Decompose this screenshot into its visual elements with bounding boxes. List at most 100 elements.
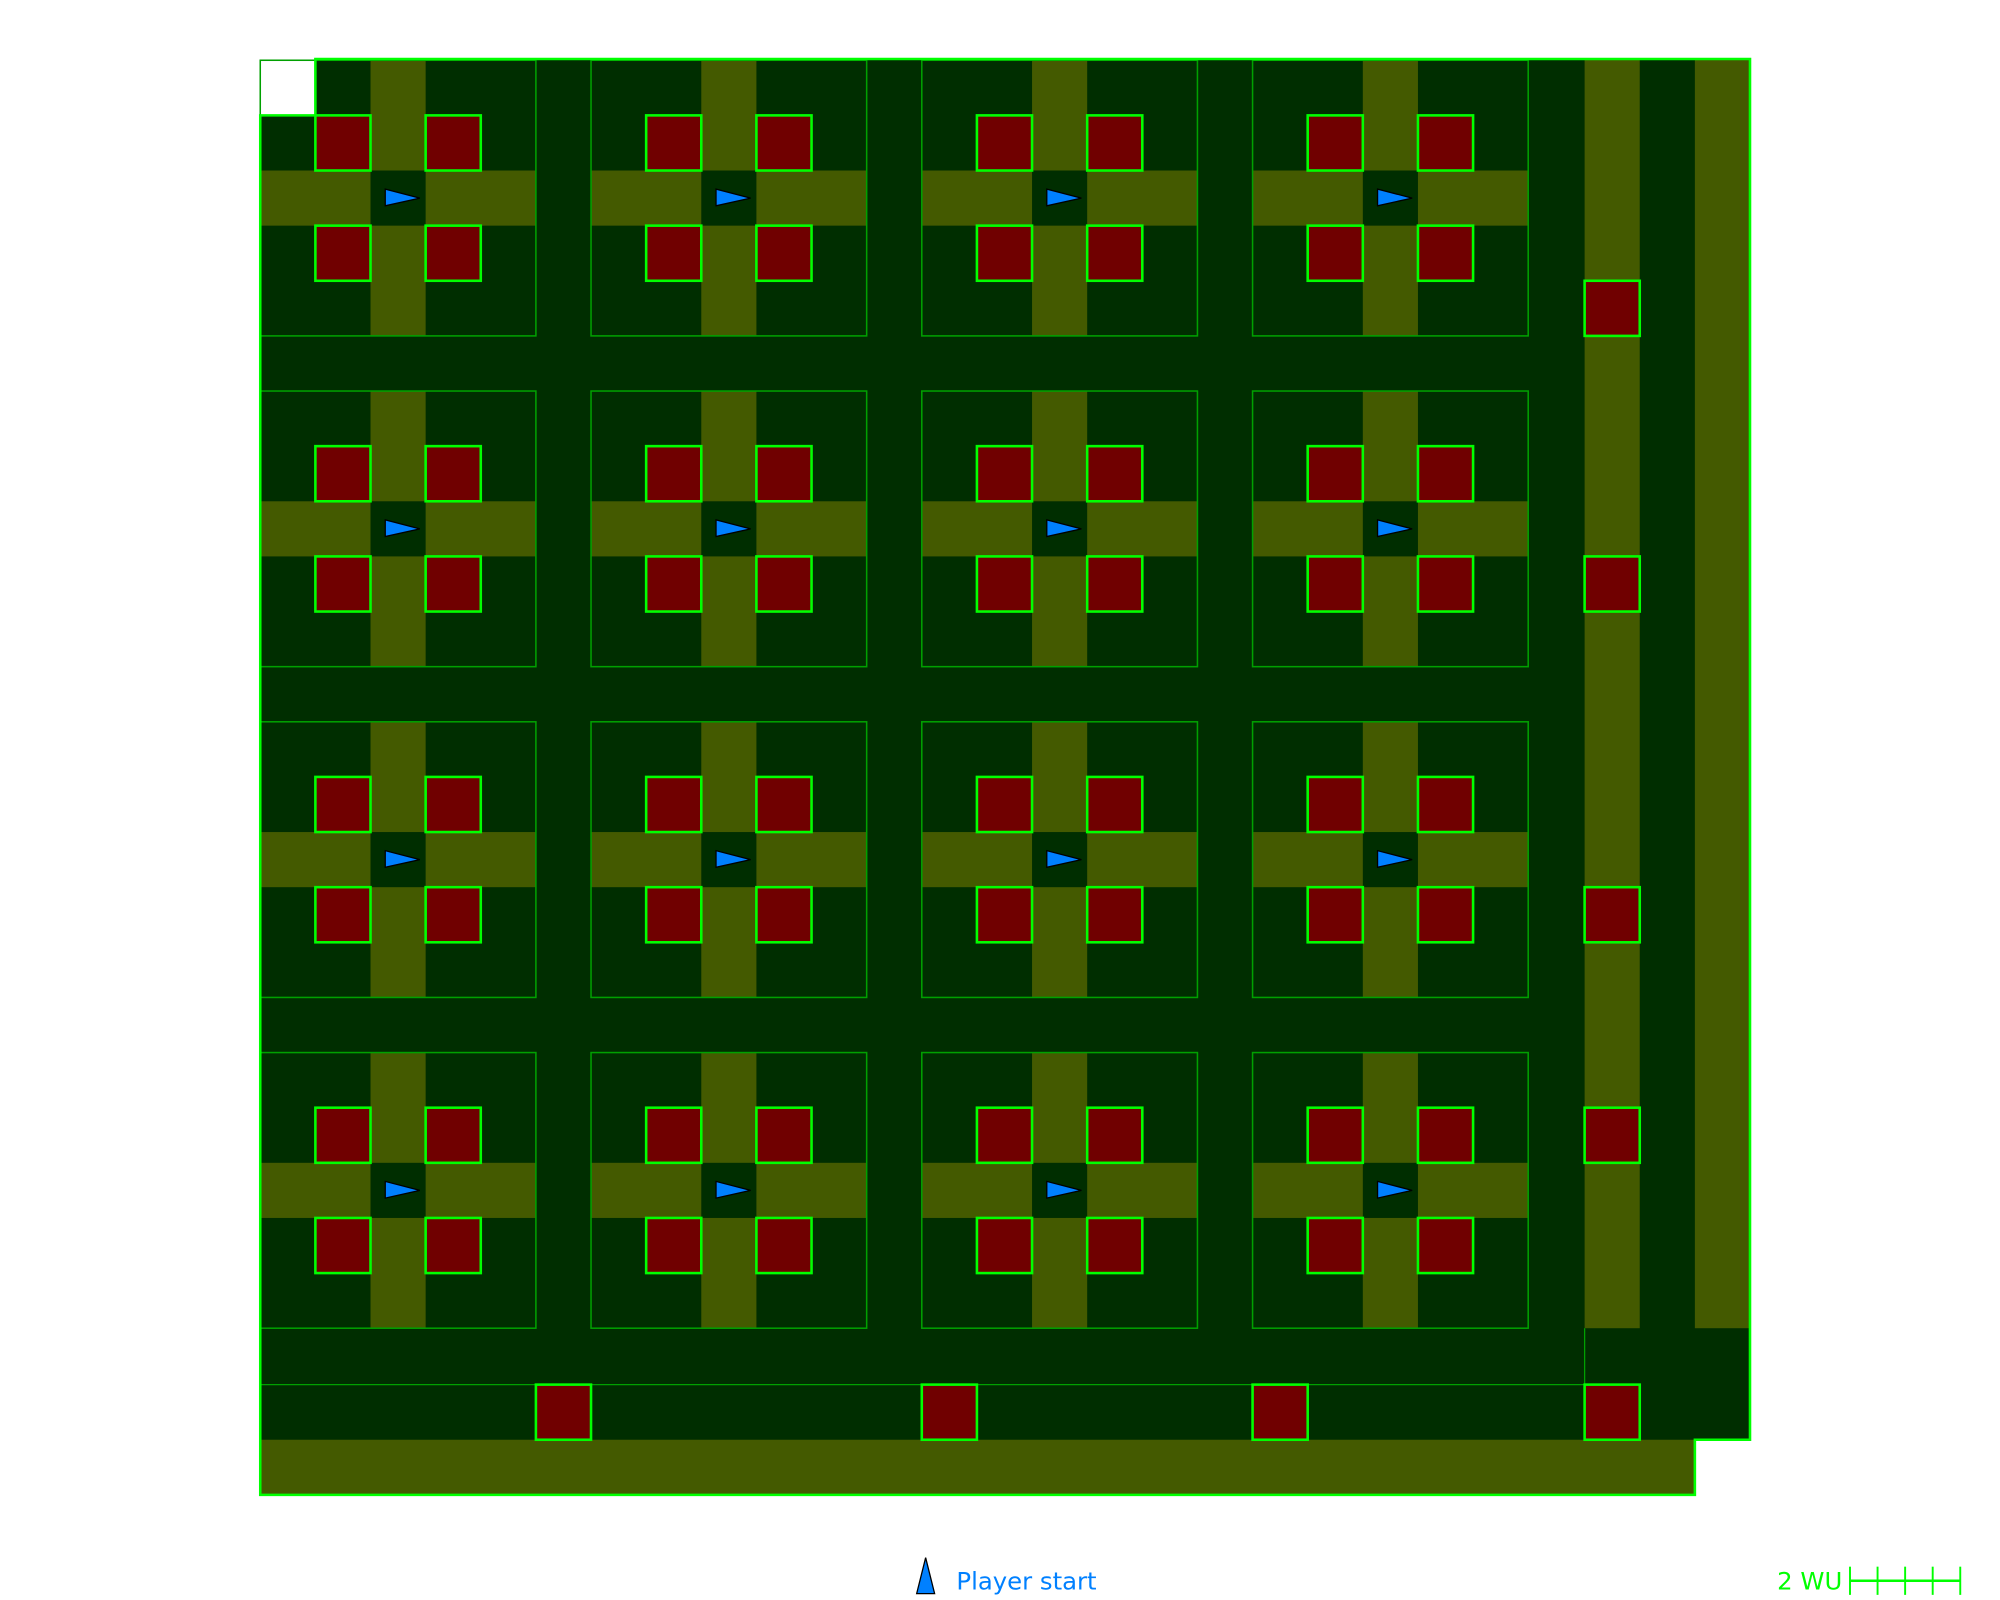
room-outline xyxy=(1251,390,1529,668)
wall-block xyxy=(424,775,483,834)
wall-block xyxy=(424,1216,483,1275)
wall-block xyxy=(975,555,1034,613)
player-start-icon xyxy=(1376,188,1413,207)
room-outline xyxy=(590,721,868,999)
wall-block xyxy=(1416,1216,1475,1275)
wall-block xyxy=(644,224,703,283)
wall-block xyxy=(644,1216,703,1275)
wall-block xyxy=(1306,1106,1365,1165)
wall-block xyxy=(1306,775,1365,834)
wall-block xyxy=(314,885,372,944)
wall-block xyxy=(1583,1383,1642,1442)
wall-block xyxy=(1416,775,1475,834)
wall-block xyxy=(1416,1106,1475,1165)
wall-block xyxy=(1583,555,1642,613)
player-start-icon xyxy=(384,1180,421,1199)
scale-bar: 2 WU xyxy=(1777,1566,1962,1596)
wall-block xyxy=(1583,1106,1642,1165)
wall-block xyxy=(644,1106,703,1165)
wall-block xyxy=(755,885,813,944)
player-start-icon xyxy=(715,849,751,869)
wall-block xyxy=(644,775,703,834)
wall-block xyxy=(1416,444,1475,503)
room-outline xyxy=(921,390,1199,668)
wall-block xyxy=(1306,885,1365,944)
wall-block xyxy=(755,224,813,283)
player-start-icon xyxy=(1046,1180,1082,1199)
wall-block xyxy=(1416,114,1475,172)
wall-block xyxy=(1085,114,1144,172)
player-start-icon xyxy=(715,519,751,538)
wall-block xyxy=(755,775,813,834)
room-outline xyxy=(590,1051,868,1329)
wall-block xyxy=(755,1106,813,1165)
wall-block xyxy=(975,775,1034,834)
player-start-icon xyxy=(384,188,421,207)
wall-block xyxy=(1085,555,1144,613)
player-start-icon xyxy=(1046,849,1082,869)
player-start-icon xyxy=(715,188,751,207)
wall-block xyxy=(975,224,1034,283)
wall-block xyxy=(314,114,372,172)
wall-block xyxy=(644,444,703,503)
room-outline xyxy=(1251,721,1529,999)
room-outline xyxy=(921,721,1199,999)
player-start-legend-icon xyxy=(915,1557,936,1595)
wall-block xyxy=(1306,444,1365,503)
wall-block xyxy=(314,775,372,834)
wall-block xyxy=(534,1383,593,1442)
south-corridor xyxy=(260,1439,1695,1495)
room-outline xyxy=(590,390,868,668)
wall-block xyxy=(1416,885,1475,944)
player-start-icon xyxy=(1376,519,1413,538)
east-outer-corridor xyxy=(1694,58,1750,1329)
wall-block xyxy=(975,114,1034,172)
player-start-icon xyxy=(384,849,421,869)
wall-block xyxy=(424,224,483,283)
wall-block xyxy=(1306,114,1365,172)
wall-block xyxy=(975,1106,1034,1165)
wall-block xyxy=(424,555,483,613)
wall-block xyxy=(644,885,703,944)
wall-block xyxy=(1306,224,1365,283)
wall-block xyxy=(314,555,372,613)
player-start-icon xyxy=(384,519,421,538)
wall-block xyxy=(424,1106,483,1165)
player-start-icon xyxy=(715,1180,751,1199)
player-start-icon xyxy=(1376,1180,1413,1199)
wall-block xyxy=(1085,1106,1144,1165)
player-start-icon xyxy=(1376,849,1413,869)
wall-block xyxy=(1085,1216,1144,1275)
wall-block xyxy=(1416,224,1475,283)
wall-block xyxy=(314,1106,372,1165)
legend: Player start xyxy=(915,1557,1097,1596)
wall-block xyxy=(424,444,483,503)
wall-block xyxy=(755,1216,813,1275)
scale-bar-label: 2 WU xyxy=(1777,1567,1842,1596)
wall-block xyxy=(920,1383,979,1442)
player-start-icon xyxy=(1046,188,1082,207)
wall-block xyxy=(1306,555,1365,613)
wall-block xyxy=(755,114,813,172)
wall-block xyxy=(1085,224,1144,283)
wall-block xyxy=(424,885,483,944)
wall-block xyxy=(1085,775,1144,834)
wall-block xyxy=(975,1216,1034,1275)
level-layer xyxy=(258,57,1752,1497)
wall-block xyxy=(314,1216,372,1275)
player-start-legend-label: Player start xyxy=(956,1567,1096,1596)
wall-block xyxy=(1085,885,1144,944)
wall-block xyxy=(1583,885,1642,944)
wall-block xyxy=(755,555,813,613)
player-start-icon xyxy=(1046,519,1082,538)
wall-block xyxy=(1583,279,1642,338)
wall-block xyxy=(644,114,703,172)
wall-block xyxy=(424,114,483,172)
wall-block xyxy=(1251,1383,1309,1442)
wall-block xyxy=(314,224,372,283)
wall-block xyxy=(314,444,372,503)
room-outline xyxy=(921,1051,1199,1329)
wall-block xyxy=(755,444,813,503)
level-boundary xyxy=(258,57,1752,1497)
wall-block xyxy=(1306,1216,1365,1275)
